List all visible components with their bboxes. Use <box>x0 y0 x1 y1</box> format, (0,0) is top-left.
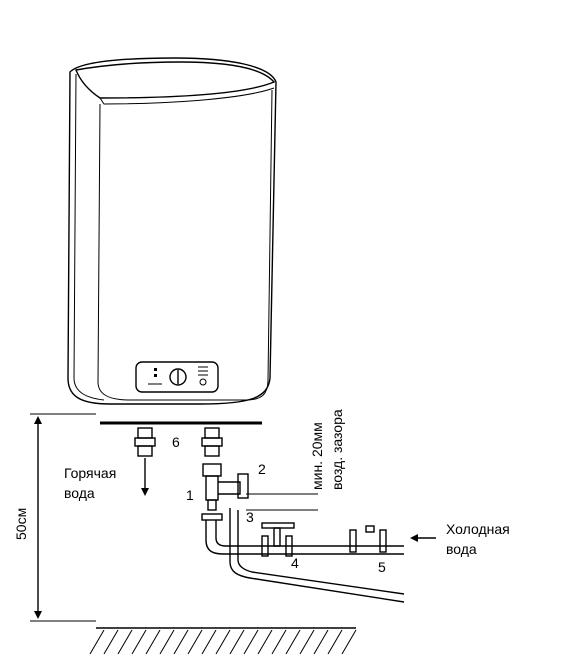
callout-6: 6 <box>172 434 180 450</box>
callout-1: 1 <box>186 487 194 503</box>
control-panel <box>135 361 219 393</box>
temperature-icon <box>198 366 208 386</box>
hot-water-label-line2: вода <box>64 485 95 501</box>
height-label: 50см <box>13 508 29 540</box>
cold-water-inlet-nipple <box>201 427 223 457</box>
indicator-lights <box>148 368 162 385</box>
hot-water-label-line1: Горячая <box>64 465 116 481</box>
callout-4: 4 <box>291 555 299 571</box>
callout-5: 5 <box>378 559 386 575</box>
cold-water-arrow-icon <box>410 534 436 542</box>
air-gap-marker <box>246 493 318 511</box>
shutoff-valve <box>261 522 295 557</box>
floor-hatching <box>89 627 357 655</box>
callout-2: 2 <box>258 461 266 477</box>
cold-water-supply-pipe <box>260 545 404 555</box>
callout-3: 3 <box>246 509 254 525</box>
hot-water-outlet-nipple <box>134 427 156 457</box>
hot-water-arrow-icon <box>141 458 149 496</box>
cold-water-label-line1: Холодная <box>446 521 510 537</box>
water-heater-tank <box>67 57 277 405</box>
air-gap-label-line1: мин. 20мм <box>309 422 325 490</box>
height-dimension <box>30 413 96 622</box>
air-gap-label-line2: возд. зазора <box>329 409 345 490</box>
cold-water-label-line2: вода <box>446 541 477 557</box>
safety-valve <box>202 463 249 511</box>
thermostat-knob-icon <box>169 368 187 386</box>
check-valve <box>349 525 387 553</box>
drain-pipe <box>201 508 405 603</box>
